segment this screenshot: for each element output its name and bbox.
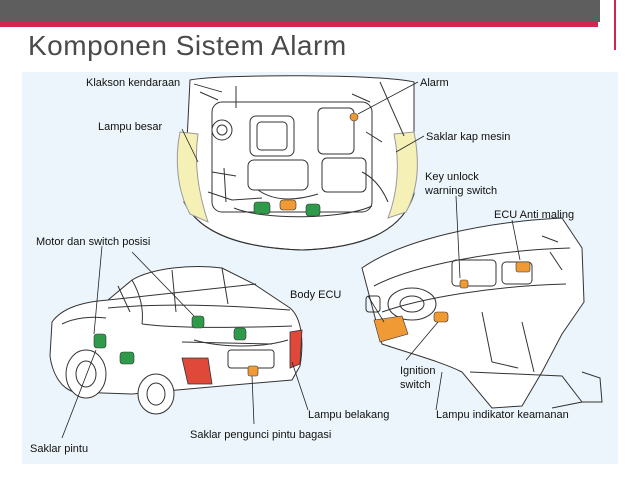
slide-top-bar (0, 0, 638, 22)
horn-right-marker (305, 203, 321, 217)
label-lampu-besar: Lampu besar (98, 121, 163, 133)
horn-left-marker (253, 201, 271, 215)
key-unlock-marker (459, 279, 469, 289)
label-ecu-anti: ECU Anti maling (494, 209, 574, 221)
ecu-anti-theft-marker (515, 261, 531, 273)
hood-switch-marker (279, 199, 297, 211)
car-components (93, 315, 259, 377)
label-klakson: Klakson kendaraan (86, 77, 180, 89)
car-taillights (181, 329, 303, 385)
label-key-unlock-1: Key unlock (425, 171, 479, 183)
label-lampu-belakang: Lampu belakang (308, 409, 389, 421)
door-switch-front-marker (93, 333, 107, 349)
label-alarm: Alarm (420, 77, 449, 89)
engine-components (253, 112, 359, 217)
label-lampu-indikator: Lampu indikator keamanan (436, 409, 569, 421)
label-saklar-pintu: Saklar pintu (30, 443, 88, 455)
label-body-ecu: Body ECU (290, 289, 341, 301)
slide-title: Komponen Sistem Alarm (28, 30, 347, 61)
label-saklar-pengunci: Saklar pengunci pintu bagasi (190, 429, 331, 441)
motor-switch-rear-marker (233, 327, 247, 341)
ignition-switch-marker (433, 311, 449, 323)
alarm-system-diagram: Klakson kendaraan Lampu besar Alarm Sakl… (22, 72, 618, 464)
label-key-unlock-2: warning switch (424, 185, 497, 197)
label-ignition-1: Ignition (400, 365, 435, 377)
alarm-marker (349, 112, 359, 122)
label-motor-switch: Motor dan switch posisi (36, 236, 150, 248)
label-ignition-2: switch (400, 379, 431, 391)
motor-switch-marker (191, 315, 205, 329)
slide-corner-line (614, 0, 616, 50)
trunk-lock-marker (247, 365, 259, 377)
taillight-left-shape (181, 357, 213, 385)
slide-accent-bar (0, 22, 598, 27)
door-switch-rear-marker (119, 351, 135, 365)
dashboard-components (373, 261, 531, 343)
label-saklar-kap: Saklar kap mesin (426, 131, 510, 143)
car-body-illustration (49, 266, 303, 415)
slide-corner (600, 0, 638, 27)
taillight-right-shape (289, 329, 303, 369)
leader-lines (61, 81, 521, 439)
body-ecu-marker (373, 315, 409, 343)
